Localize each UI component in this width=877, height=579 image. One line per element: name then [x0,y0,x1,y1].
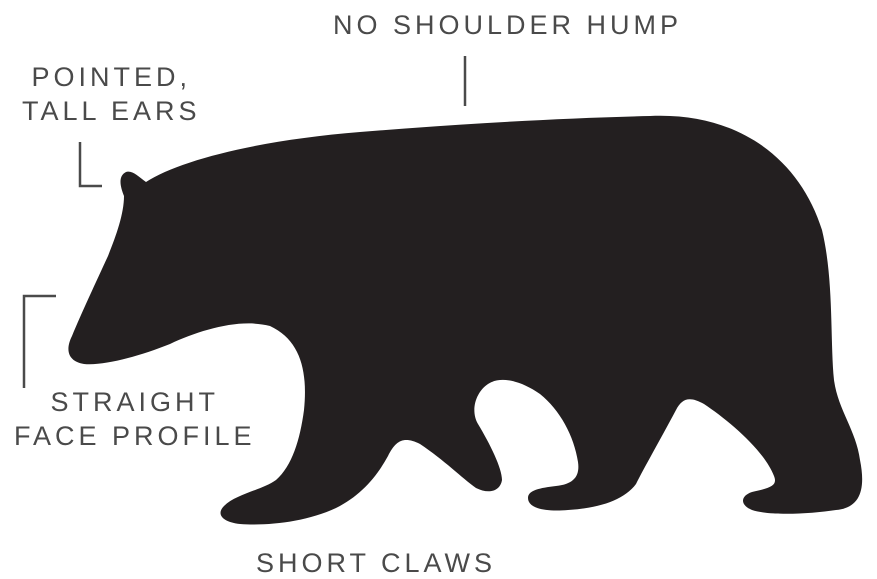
shoulder-hump-label: NO SHOULDER HUMP [333,8,682,42]
face-label-line-2: FACE PROFILE [14,419,256,453]
ears-label: POINTED, TALL EARS [22,60,201,128]
ears-leader-line [80,142,102,186]
shoulder-hump-text: NO SHOULDER HUMP [333,10,682,40]
face-label-line-1: STRAIGHT [14,385,256,419]
short-claws-label: SHORT CLAWS [256,546,496,579]
short-claws-text: SHORT CLAWS [256,548,496,578]
ears-label-line-2: TALL EARS [22,94,201,128]
bear-silhouette [68,116,862,525]
face-profile-label: STRAIGHT FACE PROFILE [14,385,256,453]
ears-label-line-1: POINTED, [22,60,201,94]
face-leader-line [24,296,56,388]
